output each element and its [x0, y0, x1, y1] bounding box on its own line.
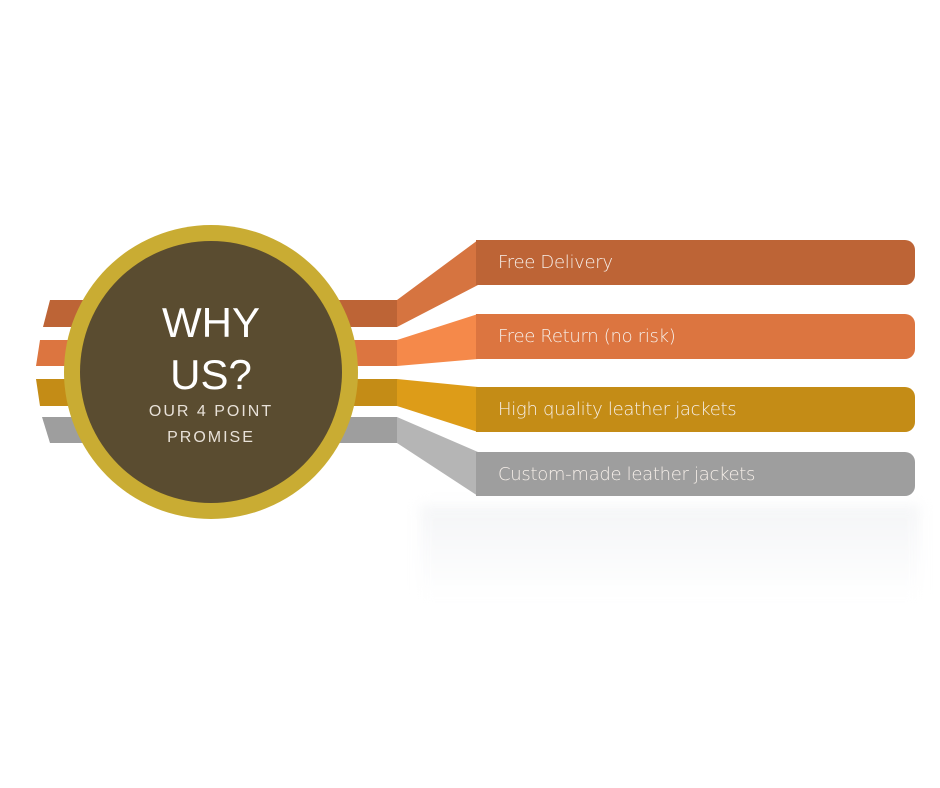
ribbon-2-connector [397, 314, 478, 366]
ribbon-1-connector [397, 240, 478, 327]
ribbon-3-connector [397, 379, 478, 432]
promise-label-3: High quality leather jackets [498, 399, 737, 420]
promise-label-1: Free Delivery [498, 252, 613, 273]
promise-label-4: Custom-made leather jackets [498, 463, 756, 485]
promise-bar-2: Free Return (no risk) [476, 314, 915, 359]
promise-bar-3: High quality leather jackets [476, 387, 915, 432]
ribbon-4-connector [397, 417, 478, 496]
promise-bar-1: Free Delivery [476, 240, 915, 285]
promise-bar-4: Custom-made leather jackets [476, 452, 915, 496]
subheading-line-1: OUR 4 POINT [148, 403, 274, 420]
heading-line-1: WHY [162, 299, 260, 346]
bar-shadow [420, 505, 920, 600]
subheading-line-2: PROMISE [167, 429, 255, 446]
promise-label-2: Free Return (no risk) [498, 326, 676, 347]
why-us-circle: WHY US? OUR 4 POINT PROMISE [80, 241, 342, 503]
heading-line-2: US? [170, 351, 252, 398]
